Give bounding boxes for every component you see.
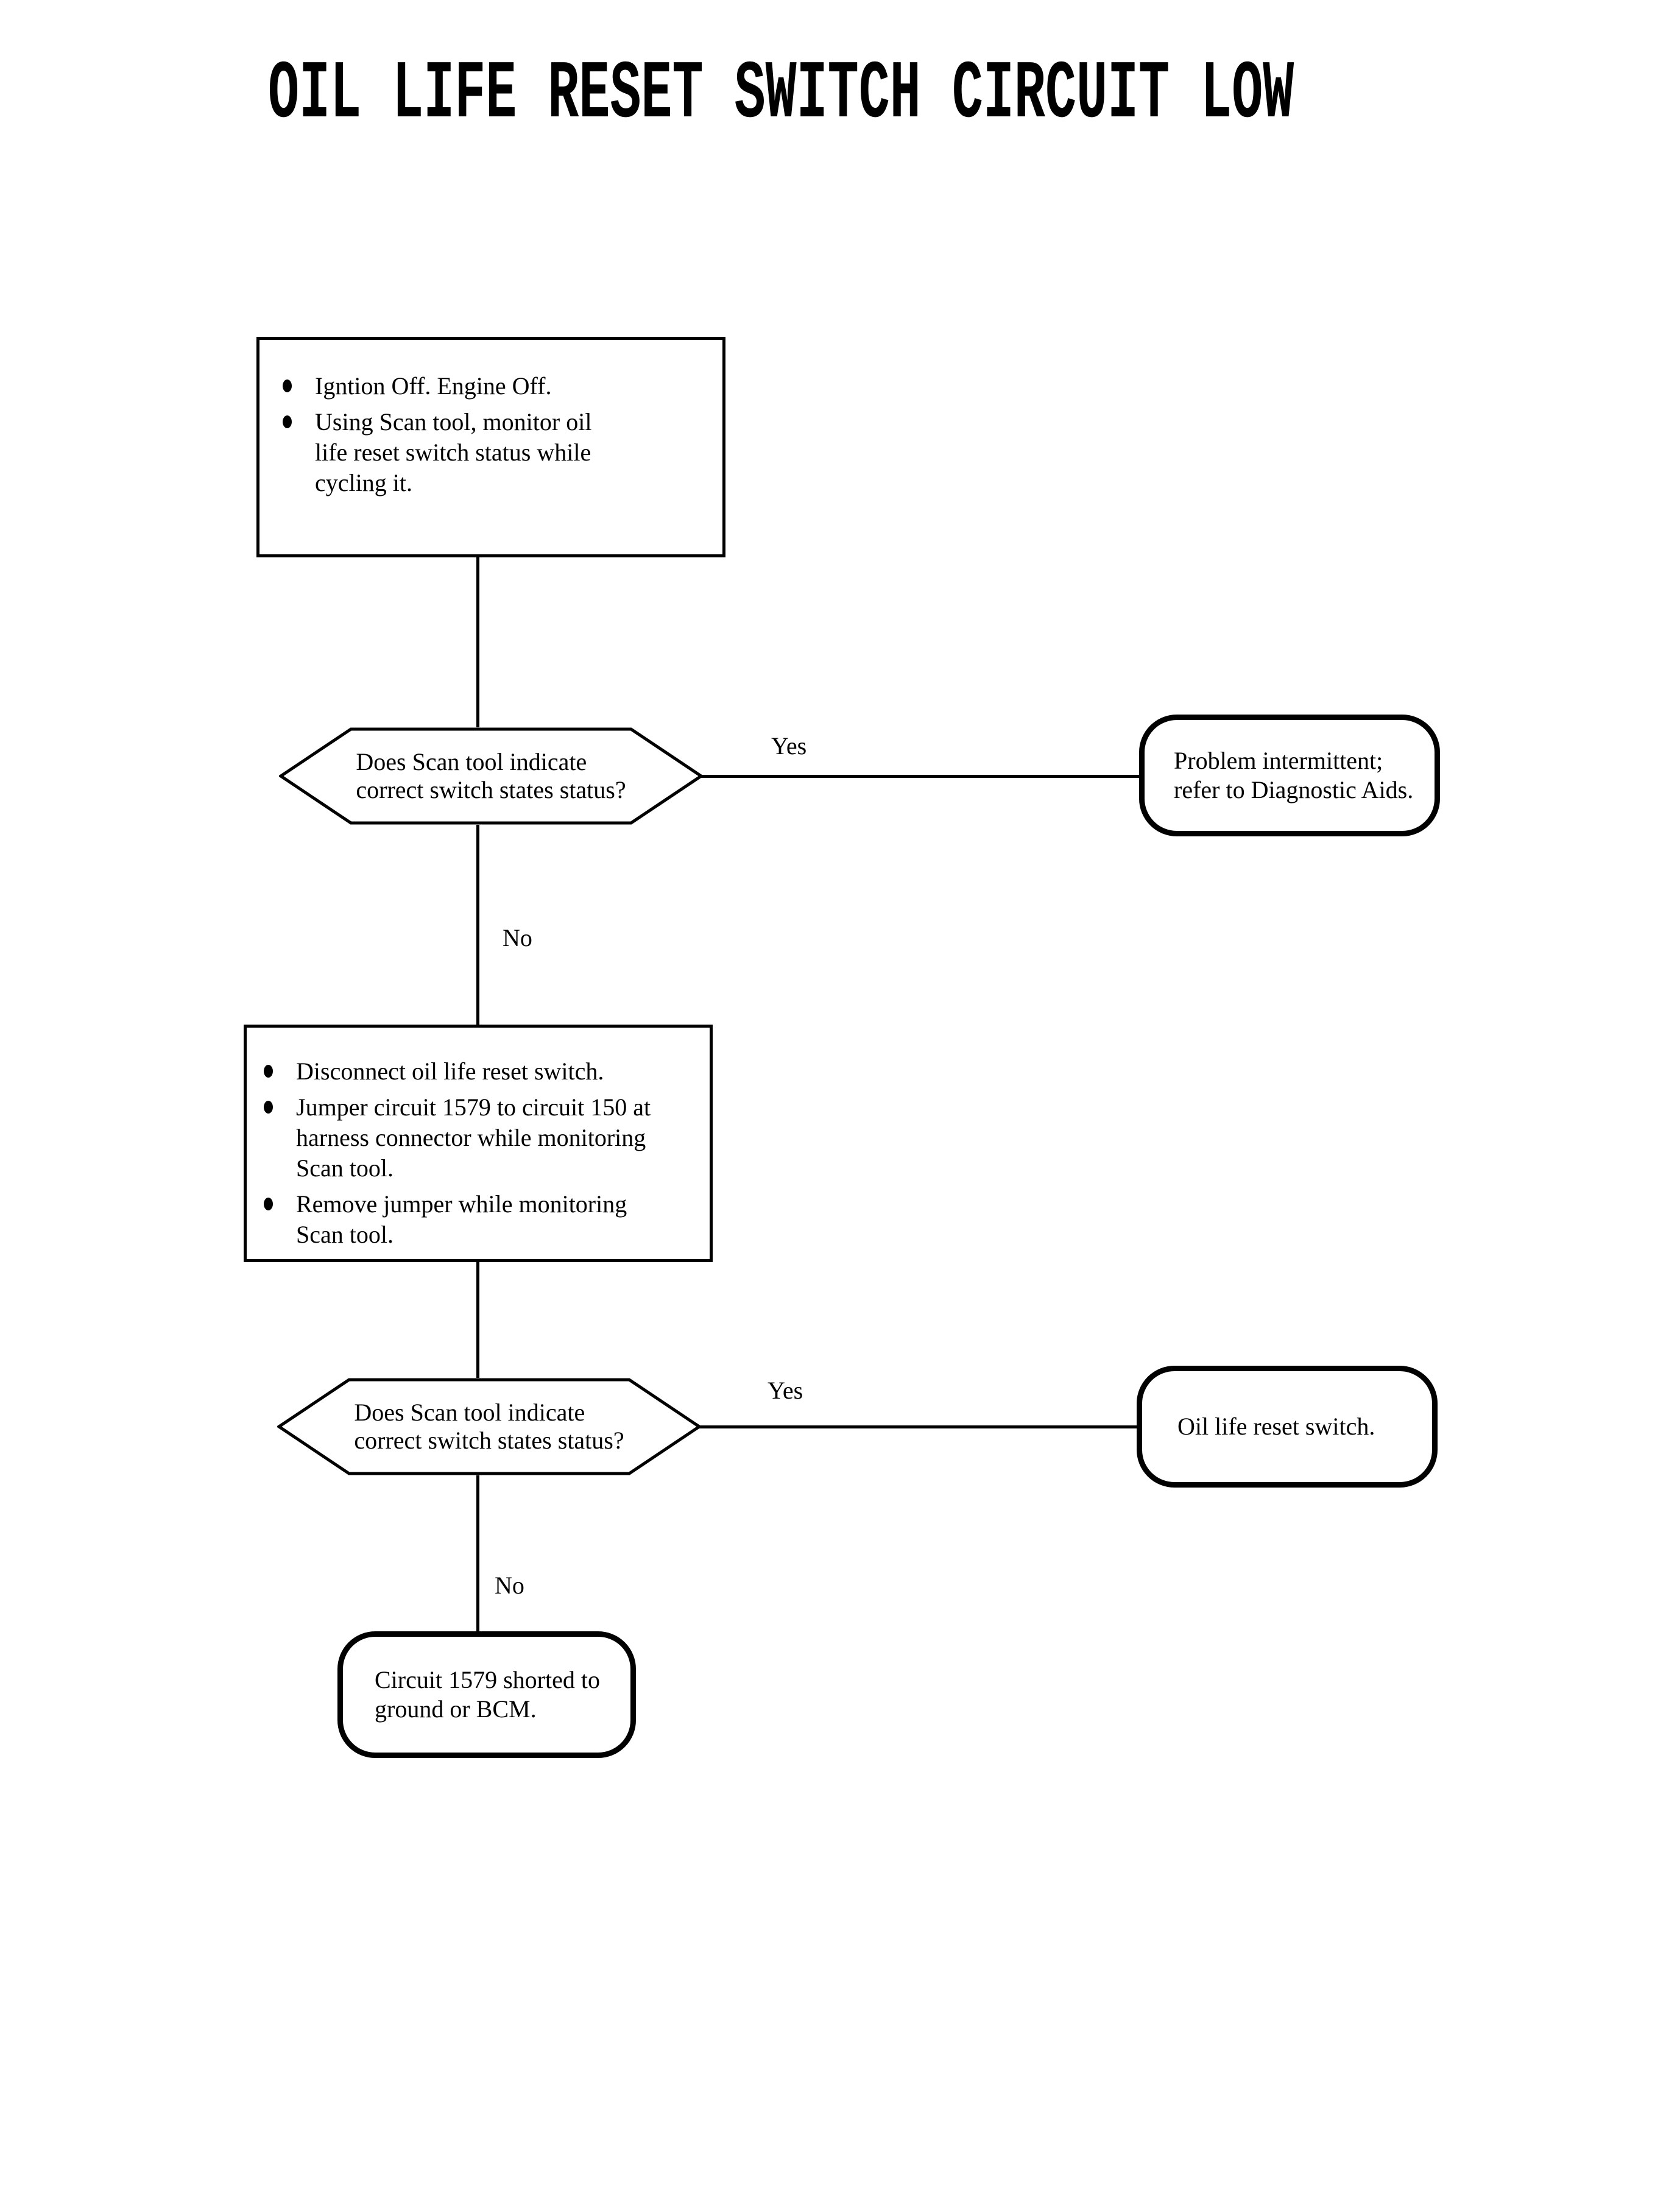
bullet-text: Using Scan tool, monitor oil life reset … — [315, 407, 591, 498]
decision-text-line: correct switch states status? — [356, 776, 626, 803]
bullet-icon — [283, 415, 292, 428]
decision-hexagon-1: Does Scan tool indicate correct switch s… — [279, 727, 703, 825]
terminal-box-problem-intermittent: Problem intermittent; refer to Diagnosti… — [1139, 715, 1440, 836]
branch-line — [698, 1425, 1137, 1428]
decision-hexagon-2: Does Scan tool indicate correct switch s… — [277, 1378, 701, 1475]
terminal-box-circuit-shorted: Circuit 1579 shorted to ground or BCM. — [337, 1631, 636, 1758]
decision-text-line: Does Scan tool indicate — [354, 1399, 585, 1426]
connector-line — [476, 825, 479, 1025]
bullet-text-line: Igntion Off. Engine Off. — [315, 372, 552, 400]
bullet-icon — [264, 1101, 273, 1114]
decision-text: Does Scan tool indicate correct switch s… — [354, 1399, 624, 1455]
bullet-text: Disconnect oil life reset switch. — [296, 1056, 604, 1087]
yes-label-2: Yes — [768, 1377, 803, 1404]
bullet-text-line: cycling it. — [315, 469, 412, 496]
terminal-text-line: Circuit 1579 shorted to — [375, 1666, 600, 1693]
no-label-2: No — [495, 1572, 524, 1599]
bullet-text-line: Scan tool. — [296, 1221, 394, 1248]
bullet-item: Jumper circuit 1579 to circuit 150 at ha… — [264, 1092, 704, 1184]
no-label-1: No — [503, 924, 532, 951]
bullet-item: Remove jumper while monitoring Scan tool… — [264, 1189, 704, 1250]
decision-text: Does Scan tool indicate correct switch s… — [356, 748, 626, 804]
bullet-text-line: Scan tool. — [296, 1154, 394, 1182]
bullet-icon — [264, 1198, 273, 1210]
bullet-text: Jumper circuit 1579 to circuit 150 at ha… — [296, 1092, 651, 1184]
bullet-text-line: life reset switch status while — [315, 439, 591, 466]
connector-line — [476, 1475, 479, 1631]
yes-label-1: Yes — [771, 732, 807, 760]
decision-text-line: Does Scan tool indicate — [356, 748, 587, 775]
bullet-text-line: Disconnect oil life reset switch. — [296, 1057, 604, 1085]
process-box-step1: Igntion Off. Engine Off. Using Scan tool… — [256, 337, 725, 557]
bullet-item: Using Scan tool, monitor oil life reset … — [283, 407, 716, 498]
bullet-text: Igntion Off. Engine Off. — [315, 371, 551, 401]
terminal-text-line: refer to Diagnostic Aids. — [1174, 776, 1414, 803]
connector-line — [476, 556, 479, 727]
bullet-icon — [283, 380, 292, 392]
decision-text-line: correct switch states status? — [354, 1427, 624, 1454]
bullet-text-line: Jumper circuit 1579 to circuit 150 at — [296, 1093, 651, 1121]
bullet-item: Disconnect oil life reset switch. — [264, 1056, 704, 1087]
terminal-text-line: Problem intermittent; — [1174, 747, 1383, 774]
bullet-icon — [264, 1065, 273, 1078]
bullet-text-line: harness connector while monitoring — [296, 1124, 646, 1151]
branch-line — [698, 775, 1139, 778]
connector-line — [476, 1261, 479, 1378]
bullet-text-line: Using Scan tool, monitor oil — [315, 408, 592, 436]
terminal-box-oil-life-reset-switch: Oil life reset switch. — [1137, 1366, 1438, 1488]
bullet-text: Remove jumper while monitoring Scan tool… — [296, 1189, 627, 1250]
terminal-text-line: Oil life reset switch. — [1177, 1413, 1375, 1440]
bullet-text-line: Remove jumper while monitoring — [296, 1190, 627, 1218]
process-box-step2: Disconnect oil life reset switch. Jumper… — [244, 1025, 713, 1262]
page-title: OIL LIFE RESET SWITCH CIRCUIT LOW — [268, 48, 1294, 141]
bullet-item: Igntion Off. Engine Off. — [283, 371, 716, 401]
terminal-text-line: ground or BCM. — [375, 1695, 537, 1723]
